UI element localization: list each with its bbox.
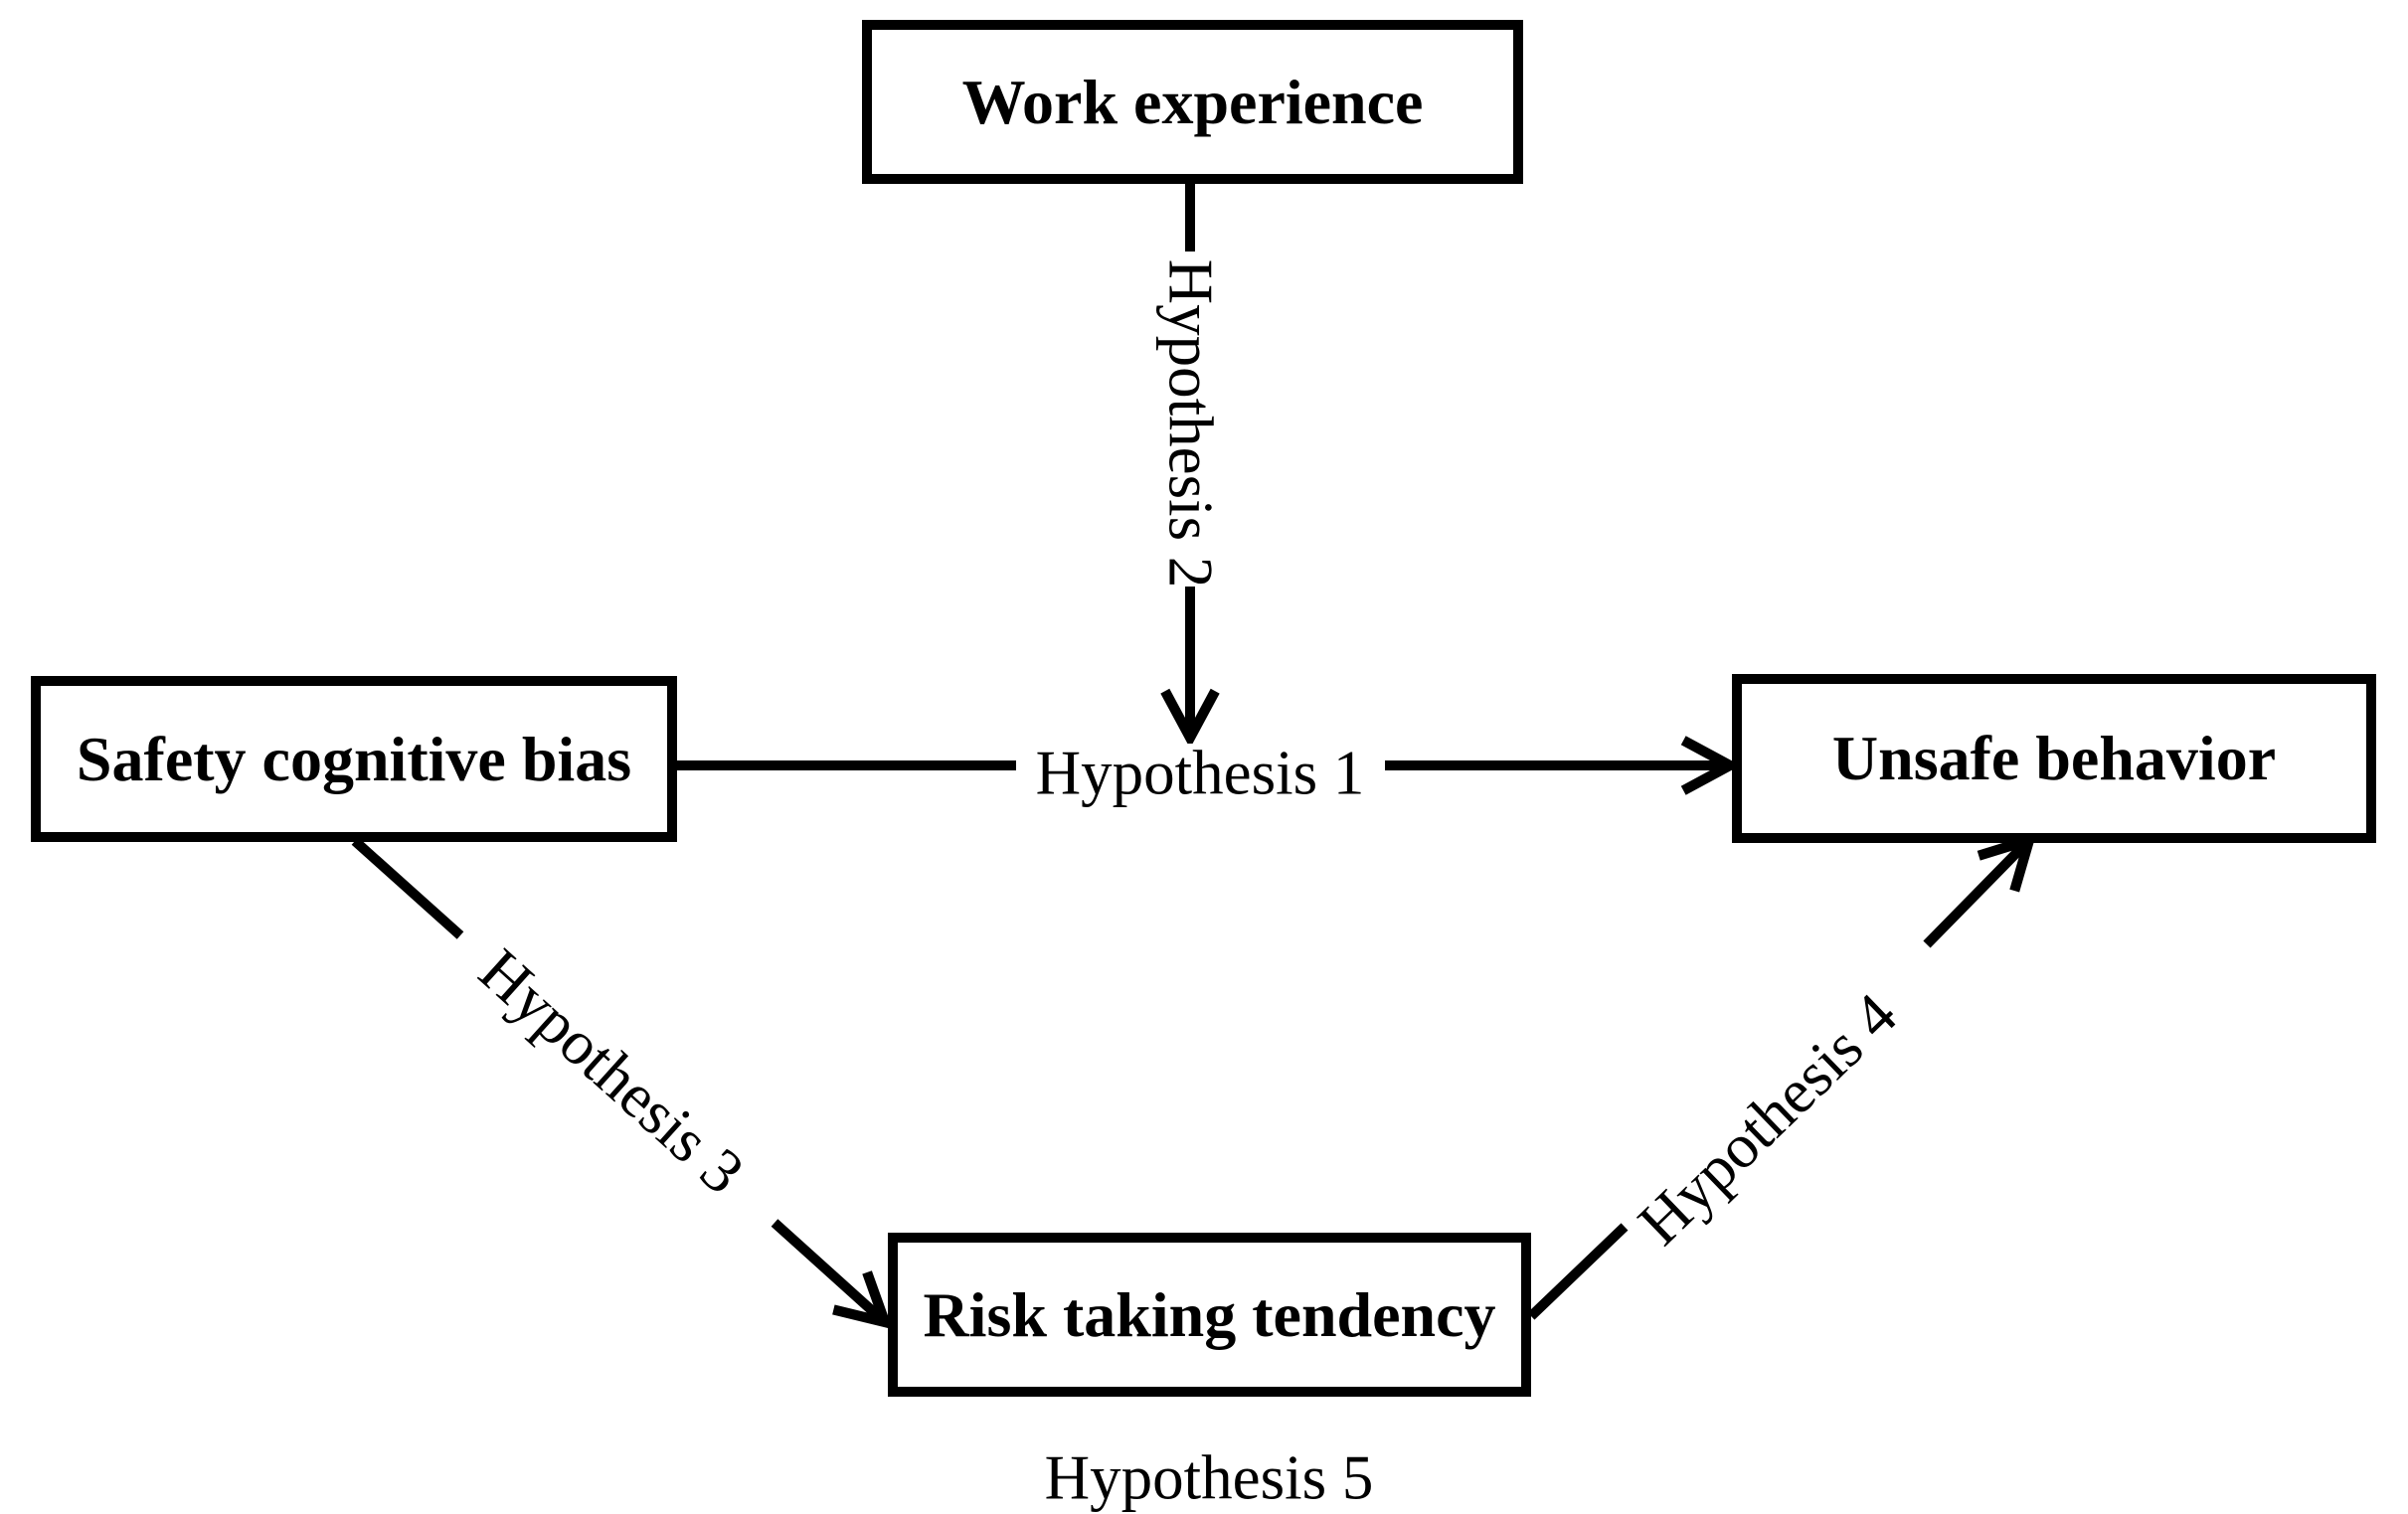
- h4-line-arrow: [1923, 840, 2029, 948]
- h3-line-arrow: [771, 1219, 885, 1322]
- node-risk-taking-tendency-label: Risk taking tendency: [923, 1278, 1496, 1350]
- node-unsafe-behavior: Unsafe behavior: [1732, 674, 2376, 843]
- node-work-experience-label: Work experience: [961, 66, 1424, 137]
- h4-line-lower: [1527, 1223, 1629, 1320]
- node-risk-taking-tendency: Risk taking tendency: [888, 1233, 1531, 1397]
- label-hypothesis-5: Hypothesis 5: [1044, 1442, 1374, 1513]
- node-work-experience: Work experience: [862, 20, 1523, 184]
- label-hypothesis-1: Hypothesis 1: [1035, 738, 1365, 808]
- node-unsafe-behavior-label: Unsafe behavior: [1831, 723, 2277, 793]
- label-hypothesis-2: Hypothesis 2: [1155, 258, 1226, 589]
- node-safety-cognitive-bias-label: Safety cognitive bias: [76, 723, 632, 794]
- node-safety-cognitive-bias: Safety cognitive bias: [31, 676, 677, 842]
- h3-line-upper: [351, 837, 464, 939]
